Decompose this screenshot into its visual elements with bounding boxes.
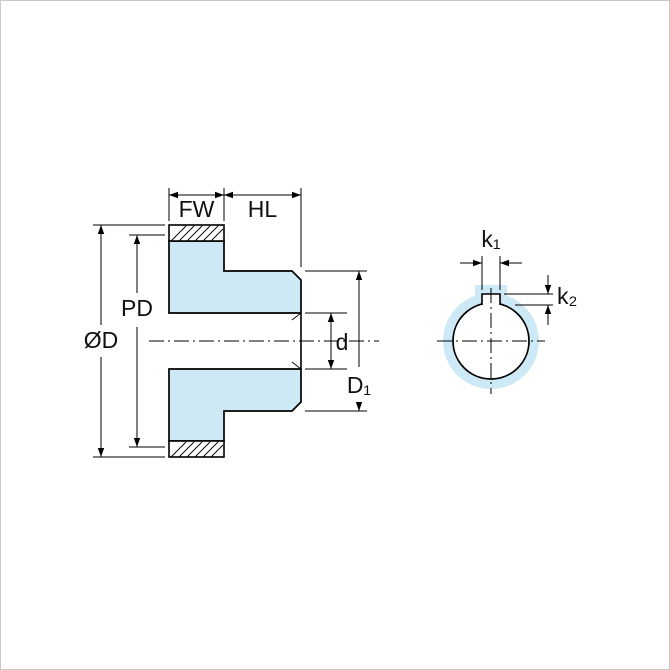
bore-chamfer-bottom [291, 361, 302, 370]
label-hub-length: HL [248, 196, 278, 222]
tooth-band-bottom [168, 440, 225, 458]
label-outside-diameter: ØD [84, 327, 119, 353]
dimension-keyway-width: k₁ [460, 226, 522, 290]
gear-cross-section-view [149, 224, 379, 458]
dimension-outside-diameter: ØD [84, 225, 119, 457]
tooth-hatch-bottom [170, 440, 224, 458]
tooth-hatch-top [170, 224, 224, 242]
label-keyway-width: k₁ [481, 226, 501, 252]
dimension-hub-diameter: D₁ [347, 271, 372, 411]
bore-end-view [437, 285, 545, 394]
dimension-pitch-diameter: PD [121, 235, 153, 447]
label-bore-diameter: d [336, 329, 349, 355]
tooth-band-top [168, 224, 225, 242]
label-face-width: FW [179, 196, 215, 222]
gear-body-lower [168, 368, 302, 442]
label-keyway-depth: k₂ [557, 283, 577, 309]
label-pitch-diameter: PD [121, 295, 153, 321]
label-hub-diameter: D₁ [347, 372, 372, 398]
dimension-lines-left-view: FW HL ØD PD d [84, 188, 372, 458]
dimension-hub-length: HL [224, 191, 301, 222]
dimension-face-width: FW [169, 191, 224, 222]
dimension-bore-diameter: d [327, 313, 349, 369]
dimension-lines-right-view: k₁ k₂ [460, 226, 577, 325]
bore-chamfer-top [291, 312, 302, 321]
dimension-keyway-depth: k₂ [504, 275, 577, 325]
gear-body-upper [168, 240, 302, 314]
